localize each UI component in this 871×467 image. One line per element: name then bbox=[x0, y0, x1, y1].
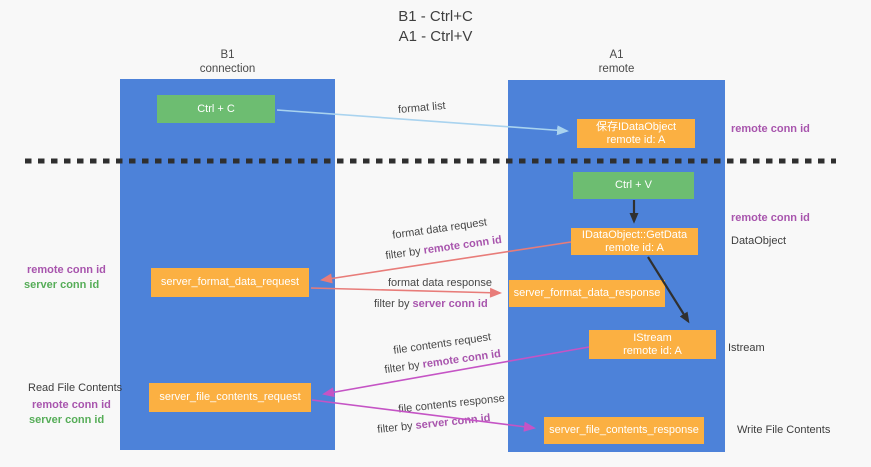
edge-label-format-data-response: format data response bbox=[388, 277, 492, 289]
filter-key-remote-conn-id: remote conn id bbox=[422, 233, 503, 257]
lifeline-b1-name: B1 bbox=[220, 49, 235, 61]
right-label-write-file-contents: Write File Contents bbox=[737, 424, 831, 436]
node-ctrl-v-label: Ctrl + V bbox=[615, 179, 652, 191]
node-save-idataobject: 保存IDataObject remote id: A bbox=[577, 119, 695, 148]
right-label-remote-conn-id-top: remote conn id bbox=[731, 123, 810, 135]
filter-by-prefix: filter by bbox=[383, 358, 424, 377]
filter-by-prefix: filter by bbox=[374, 298, 413, 310]
node-istream-line2: remote id: A bbox=[623, 344, 682, 357]
filter-key-server-conn-id: server conn id bbox=[414, 412, 492, 432]
left-label-remote-conn-id-2: remote conn id bbox=[32, 399, 111, 411]
node-ctrl-v: Ctrl + V bbox=[573, 172, 694, 199]
node-save-idataobject-line2: remote id: A bbox=[606, 133, 666, 146]
edge-label-format-list: format list bbox=[397, 99, 447, 117]
right-label-remote-conn-id-mid: remote conn id bbox=[731, 212, 810, 224]
node-idataobject-getdata: IDataObject::GetData remote id: A bbox=[571, 228, 698, 255]
lifeline-b1-role: connection bbox=[199, 63, 256, 75]
node-istream: IStream remote id: A bbox=[589, 330, 716, 359]
edge-label-format-data-response-filter: filter by server conn id bbox=[374, 298, 488, 310]
edge-label-file-contents-response-filter: filter by server conn id bbox=[377, 412, 491, 436]
node-server-file-contents-request-label: server_file_contents_request bbox=[159, 391, 301, 403]
node-istream-line1: IStream bbox=[633, 331, 672, 344]
left-label-server-conn-id: server conn id bbox=[24, 279, 100, 291]
title-line-2: A1 - Ctrl+V bbox=[398, 28, 473, 45]
filter-by-prefix: filter by bbox=[384, 244, 425, 263]
node-server-file-contents-response-label: server_file_contents_response bbox=[549, 424, 699, 436]
node-server-file-contents-request: server_file_contents_request bbox=[149, 383, 311, 412]
node-ctrl-c-label: Ctrl + C bbox=[197, 102, 235, 115]
node-server-format-data-request: server_format_data_request bbox=[151, 268, 309, 297]
title-line-1: B1 - Ctrl+C bbox=[398, 8, 473, 25]
lifeline-a1-header: A1 remote bbox=[508, 48, 725, 76]
lifeline-a1-name: A1 bbox=[609, 49, 624, 61]
node-server-format-data-response: server_format_data_response bbox=[509, 280, 665, 307]
filter-key-server-conn-id: server conn id bbox=[412, 298, 488, 310]
right-label-istream: Istream bbox=[728, 342, 765, 354]
lifeline-b1-header: B1 connection bbox=[120, 48, 335, 76]
left-label-read-file-contents: Read File Contents bbox=[28, 382, 123, 394]
left-label-remote-conn-id: remote conn id bbox=[27, 264, 106, 276]
filter-by-prefix: filter by bbox=[376, 419, 417, 436]
node-idataobject-getdata-line1: IDataObject::GetData bbox=[581, 228, 688, 241]
right-label-dataobject: DataObject bbox=[731, 235, 787, 247]
left-label-server-conn-id-2: server conn id bbox=[29, 414, 105, 426]
lifeline-a1-role: remote bbox=[598, 63, 635, 75]
diagram-title: B1 - Ctrl+C A1 - Ctrl+V bbox=[0, 7, 871, 47]
node-ctrl-c: Ctrl + C bbox=[157, 95, 275, 123]
node-server-format-data-request-label: server_format_data_request bbox=[160, 276, 300, 288]
node-save-idataobject-line1: 保存IDataObject bbox=[595, 120, 677, 133]
filter-key-remote-conn-id: remote conn id bbox=[421, 347, 502, 371]
node-server-file-contents-response: server_file_contents_response bbox=[544, 417, 704, 444]
node-server-format-data-response-label: server_format_data_response bbox=[513, 287, 661, 299]
node-idataobject-getdata-line2: remote id: A bbox=[605, 241, 664, 254]
